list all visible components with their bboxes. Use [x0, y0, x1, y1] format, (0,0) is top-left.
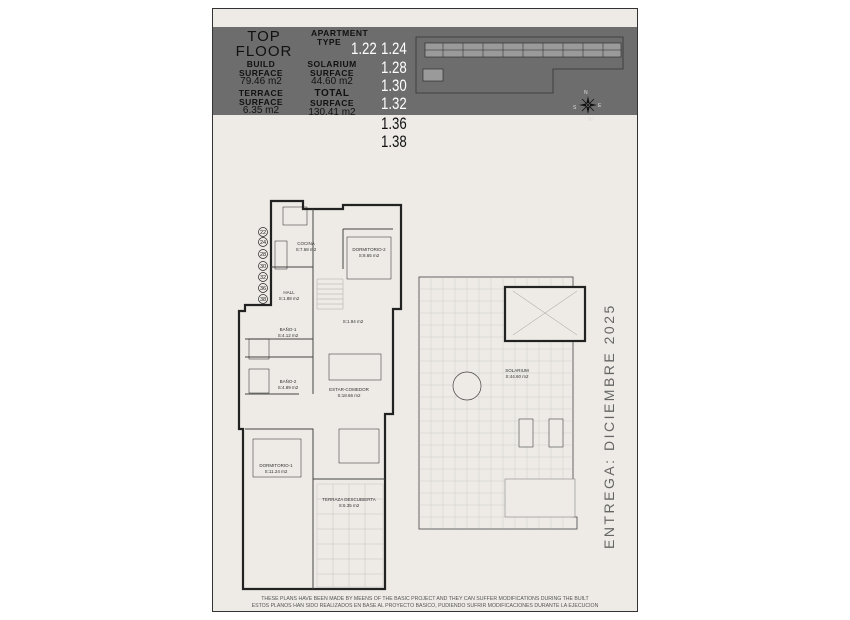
apartment-number: 1.32: [381, 94, 407, 113]
header-band: TOP FLOOR APARTMENT TYPE BUILD SURFACE 7…: [213, 27, 637, 150]
build-surface-value: 79.46 m2: [240, 76, 282, 87]
room-name-hall: HALL: [283, 290, 295, 295]
apartment-number: 1.28: [381, 58, 407, 77]
apartment-type-label: APARTMENT TYPE: [311, 29, 391, 46]
floor-plan-drawing: 22 24 28 30 32 36 38: [237, 199, 587, 591]
room-name-estar-comedor: ESTAR-COMEDOR: [329, 387, 369, 392]
compass-w: W: [588, 117, 593, 123]
room-name-terraza: TERRAZA DESCUBIERTA: [322, 497, 376, 502]
room-labels: COCINA S:7.68 m2 DORMITORIO-2 S:8.65 m2 …: [259, 241, 529, 508]
solarium-walls: [418, 276, 587, 530]
delivery-date: ENTREGA: DICIEMBRE 2025: [601, 303, 617, 549]
solarium-surface-label-2: SURFACE: [309, 67, 355, 78]
room-area-estar-comedor: S:18.66 m2: [337, 393, 361, 398]
room-name-dormitorio-2: DORMITORIO-2: [352, 247, 386, 252]
room-area-hall: S:1.88 m2: [279, 296, 300, 301]
total-surface-label-1: TOTAL: [314, 88, 350, 99]
disclaimer-spanish: ESTOS PLANOS HAN SIDO REALIZADOS EN BASE…: [251, 603, 599, 609]
floor-title-line1: TOP: [247, 28, 281, 45]
unit-markers: 22 24 28 30 32 36 38: [258, 227, 268, 304]
unit-marker: 24: [260, 240, 266, 246]
site-boundary: [415, 36, 624, 94]
apartment-type-label-1: APARTMENT: [311, 28, 369, 38]
compass-e: E: [598, 103, 602, 109]
compass-rose-icon: N E S W: [573, 90, 602, 123]
solarium-surface-value: 44.60 m2: [311, 76, 353, 87]
site-plan: N E S W: [415, 36, 624, 123]
room-area-solarium: S:44.60 m2: [505, 374, 529, 379]
apartment-number: 1.24: [381, 39, 407, 58]
room-name-solarium: SOLARIUM: [505, 368, 529, 373]
floor-plan-sheet: TOP FLOOR APARTMENT TYPE BUILD SURFACE 7…: [212, 8, 638, 612]
total-surface-value: 130.41 m2: [308, 106, 356, 118]
room-name-bano-1: BAÑO-1: [280, 326, 297, 332]
apartment-number: 1.38: [381, 132, 407, 151]
unit-marker: 30: [260, 264, 266, 270]
room-area-escalera: S:1.94 m2: [343, 319, 364, 324]
terrace-surface-label-2: SURFACE: [238, 96, 284, 107]
room-area-dormitorio-2: S:8.65 m2: [359, 253, 380, 258]
unit-marker: 32: [260, 275, 266, 281]
compass-s: S: [573, 105, 577, 111]
room-area-terraza: S:6.35 m2: [339, 503, 360, 508]
room-name-bano-2: BAÑO-2: [280, 378, 297, 384]
apartment-number: 1.22: [351, 39, 377, 58]
total-surface-label-2: SURFACE: [309, 98, 355, 108]
apartment-type-label-2: TYPE: [317, 36, 342, 47]
compass-n: N: [584, 90, 588, 96]
room-area-bano-1: S:4.12 m2: [278, 333, 299, 338]
terrace-surface-value: 6.35 m2: [242, 105, 280, 116]
build-surface-label-1: BUILD: [246, 59, 276, 69]
unit-marker: 38: [260, 297, 266, 303]
unit-marker: 28: [260, 252, 266, 258]
unit-marker: 22: [260, 230, 266, 236]
room-area-cocina: S:7.68 m2: [296, 247, 317, 252]
solarium-surface-label-1: SOLARIUM: [307, 59, 357, 69]
floor-title: TOP FLOOR: [229, 29, 299, 59]
room-area-bano-2: S:4.89 m2: [278, 385, 299, 390]
room-name-cocina: COCINA: [297, 241, 315, 246]
terrace-surface-label-1: TERRACE: [238, 88, 284, 98]
total-surface: TOTAL SURFACE 130.41 m2: [299, 89, 365, 118]
apartment-number: 1.30: [381, 76, 407, 95]
disclaimer-english: THESE PLANS HAVE BEEN MADE BY MEENS OF T…: [261, 596, 589, 602]
terrace-surface: TERRACE SURFACE 6.35 m2: [231, 89, 291, 116]
build-surface: BUILD SURFACE 79.46 m2: [231, 60, 291, 87]
build-surface-label-2: SURFACE: [238, 67, 284, 78]
solarium-surface: SOLARIUM SURFACE 44.60 m2: [299, 60, 365, 87]
floor-title-line2: FLOOR: [235, 43, 293, 60]
unit-marker: 36: [260, 286, 266, 292]
site-buildings: [422, 42, 622, 82]
room-name-dormitorio-1: DORMITORIO-1: [259, 463, 293, 468]
apartment-walls: [237, 199, 403, 591]
room-area-dormitorio-1: S:11.24 m2: [265, 469, 288, 474]
apartment-number: 1.36: [381, 114, 407, 133]
